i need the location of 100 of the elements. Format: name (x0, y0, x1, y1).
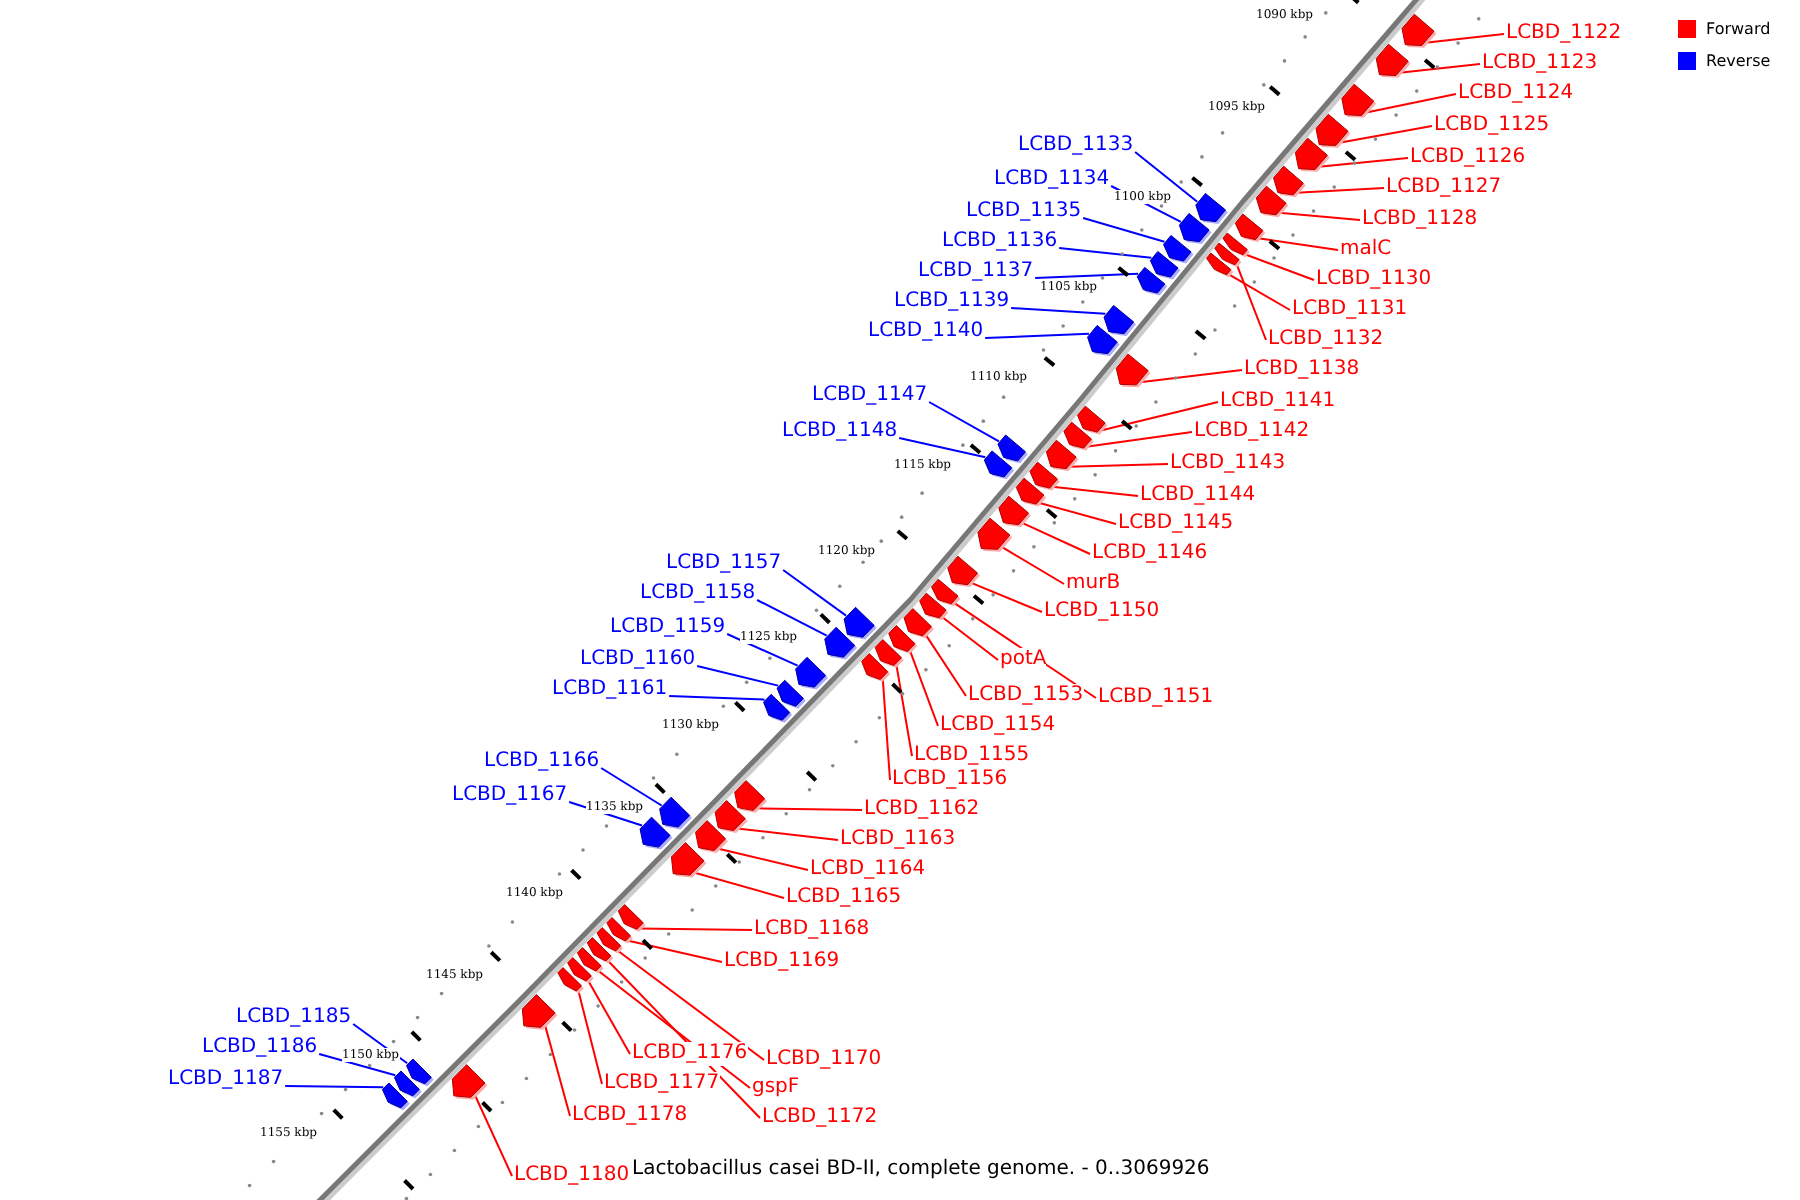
gene-feature (1401, 13, 1437, 48)
gene-feature (763, 693, 793, 723)
gene-label: LCBD_1136 (942, 230, 1058, 254)
leader-line (908, 649, 939, 727)
leader-line (1037, 501, 1117, 525)
gene-label: LCBD_1187 (168, 1068, 284, 1092)
leader-line (1138, 369, 1243, 384)
gene-label: LCBD_1170 (766, 1048, 882, 1072)
gene-feature (521, 994, 558, 1030)
gene-feature (1315, 113, 1351, 148)
gene-label: LCBD_1133 (1018, 134, 1134, 158)
gene-label: LCBD_1138 (1244, 358, 1360, 382)
gene-feature (997, 434, 1028, 464)
leader-line (318, 1053, 397, 1077)
leader-line (1020, 521, 1091, 555)
leader-line (1085, 431, 1193, 448)
gene-feature (1015, 477, 1047, 507)
leader-line (473, 1093, 513, 1177)
gene-feature (903, 608, 934, 639)
legend-label: Forward (1706, 20, 1771, 40)
gene-feature (1115, 353, 1151, 388)
gene-label: LCBD_1162 (864, 798, 980, 822)
leader-line (1398, 63, 1481, 74)
leader-line (1424, 33, 1505, 44)
gene-label: LCBD_1126 (1410, 146, 1526, 170)
gene-feature (734, 780, 768, 813)
gene-label: LCBD_1144 (1140, 484, 1256, 508)
leader-line (668, 695, 766, 701)
gene-label: LCBD_1140 (868, 320, 984, 344)
gene-label: LCBD_1160 (580, 648, 696, 672)
leader-line (1295, 187, 1385, 194)
gene-feature (1149, 250, 1181, 280)
gene-label: LCBD_1176 (632, 1042, 748, 1066)
leader-line (1235, 263, 1267, 341)
gene-feature (1136, 266, 1168, 296)
gene-feature (670, 842, 707, 878)
gene-feature (1103, 304, 1137, 337)
leader-line (638, 927, 753, 931)
leader-line (616, 949, 765, 1061)
gene-label: LCBD_1164 (810, 858, 926, 882)
leader-line (1051, 485, 1139, 497)
leader-line (1082, 217, 1166, 243)
gene-feature (1255, 185, 1289, 218)
gene-label: LCBD_1180 (514, 1164, 630, 1188)
leader-line (1364, 93, 1457, 114)
gene-label: LCBD_1148 (782, 420, 898, 444)
gene-label: LCBD_1124 (1458, 82, 1574, 106)
gene-label: LCBD_1134 (994, 168, 1110, 192)
gene-label: LCBD_1185 (236, 1006, 352, 1030)
gene-feature (714, 800, 748, 833)
gene-label: LCBD_1155 (914, 744, 1030, 768)
gene-label: LCBD_1186 (202, 1036, 318, 1060)
leader-line (756, 599, 828, 637)
gene-feature (983, 450, 1015, 480)
gene-feature (557, 967, 584, 994)
leader-line (1317, 157, 1409, 168)
leader-line (587, 979, 631, 1055)
gene-feature (977, 517, 1013, 552)
leader-line (782, 569, 848, 617)
gene-label: LCBD_1161 (552, 678, 668, 702)
gene-feature (1087, 324, 1120, 357)
gene-label: LCBD_1154 (940, 714, 1056, 738)
leader-line (1034, 272, 1140, 279)
gene-label: LCBD_1156 (892, 768, 1008, 792)
leader-line (940, 615, 999, 661)
gene-feature (843, 606, 877, 640)
gene-label: LCBD_1147 (812, 384, 928, 408)
gene-label: LCBD_1128 (1362, 208, 1478, 232)
gene-feature (1341, 83, 1377, 118)
gene-label: LCBD_1168 (754, 918, 870, 942)
gene-label: gspF (752, 1076, 800, 1100)
gene-label: LCBD_1143 (1170, 452, 1286, 476)
leader-line (898, 437, 987, 459)
gene-label: LCBD_1137 (918, 260, 1034, 284)
leader-line (1227, 273, 1291, 311)
gene-label: LCBD_1127 (1386, 176, 1502, 200)
gene-label: LCBD_1142 (1194, 420, 1310, 444)
gene-feature (776, 679, 806, 709)
gene-label: LCBD_1172 (762, 1106, 878, 1130)
gene-feature (795, 656, 829, 690)
gene-label: LCBD_1150 (1044, 600, 1160, 624)
gene-label: LCBD_1145 (1118, 512, 1234, 536)
gene-feature (1063, 421, 1094, 451)
gene-label: LCBD_1166 (484, 750, 600, 774)
leader-line (755, 807, 863, 811)
gene-feature (861, 653, 891, 682)
gene-feature (1273, 165, 1306, 198)
gene-feature (1206, 252, 1234, 278)
gene-label: LCBD_1141 (1220, 390, 1336, 414)
gene-feature (1234, 213, 1266, 243)
leader-line (1058, 247, 1153, 259)
leader-line (600, 767, 663, 807)
gene-feature (1294, 137, 1330, 172)
leader-line (716, 847, 809, 871)
gene-feature (919, 592, 949, 621)
leader-line (952, 601, 1097, 699)
leader-line (1010, 307, 1107, 315)
leader-line (1134, 151, 1199, 203)
leader-line (543, 1023, 571, 1117)
gene-label: LCBD_1163 (840, 828, 956, 852)
